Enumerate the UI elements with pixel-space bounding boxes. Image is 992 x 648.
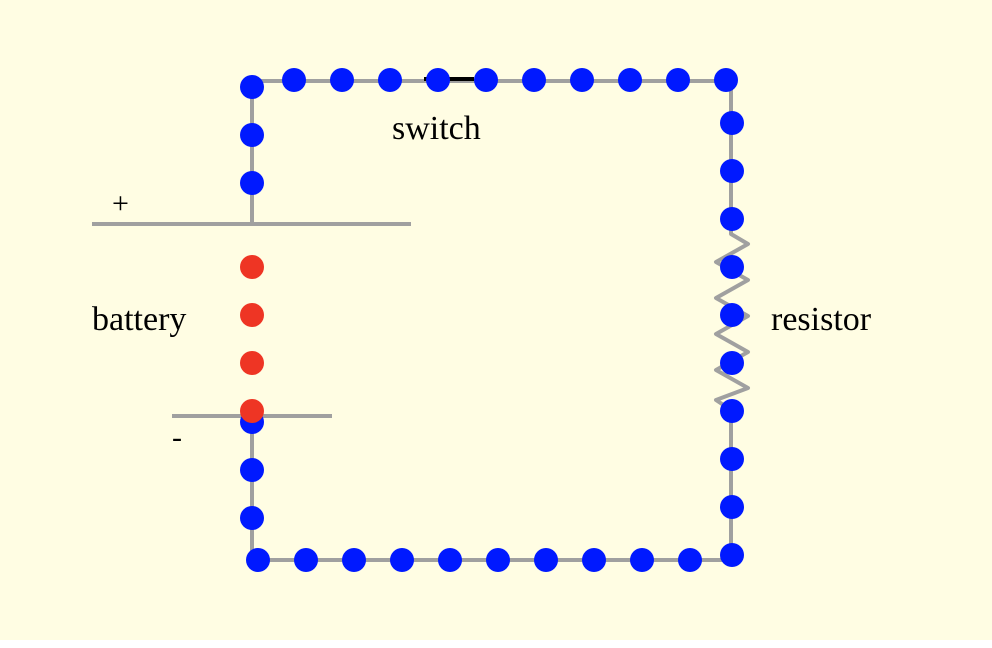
electron-dot: [294, 548, 318, 572]
electron-dot: [630, 548, 654, 572]
electron-dot: [390, 548, 414, 572]
electron-dot: [438, 548, 462, 572]
electron-dot: [720, 399, 744, 423]
electron-dot: [570, 68, 594, 92]
electron-dot: [240, 75, 264, 99]
battery-charge-dot: [240, 351, 264, 375]
electron-dot: [246, 548, 270, 572]
electron-dot: [720, 255, 744, 279]
electron-dot: [534, 548, 558, 572]
switch-label: switch: [392, 110, 481, 147]
electron-dot: [720, 351, 744, 375]
electron-dot: [378, 68, 402, 92]
electron-dot: [714, 68, 738, 92]
electron-dot: [678, 548, 702, 572]
electron-dot: [720, 303, 744, 327]
resistor-label: resistor: [771, 301, 872, 338]
electron-dot: [720, 495, 744, 519]
electron-dot: [666, 68, 690, 92]
electron-dot: [240, 171, 264, 195]
electron-dot: [720, 447, 744, 471]
electron-dot: [720, 159, 744, 183]
battery-label: battery: [92, 301, 186, 338]
electron-dot: [720, 543, 744, 567]
electron-dot: [342, 548, 366, 572]
electron-dot: [486, 548, 510, 572]
electron-dot: [282, 68, 306, 92]
electron-dot: [240, 123, 264, 147]
electron-dot: [618, 68, 642, 92]
electron-dot: [240, 458, 264, 482]
electron-dot: [720, 111, 744, 135]
electron-dot: [720, 207, 744, 231]
positive-terminal-label: +: [112, 187, 129, 220]
battery-charge-dot: [240, 255, 264, 279]
electron-dot: [240, 506, 264, 530]
electron-dot: [426, 68, 450, 92]
battery-charge-dot: [240, 303, 264, 327]
electron-dot: [330, 68, 354, 92]
electron-dot: [582, 548, 606, 572]
battery-charge-dot: [240, 399, 264, 423]
negative-terminal-label: -: [172, 421, 182, 454]
electron-dot: [522, 68, 546, 92]
charge-group: [240, 68, 744, 572]
electron-dot: [474, 68, 498, 92]
